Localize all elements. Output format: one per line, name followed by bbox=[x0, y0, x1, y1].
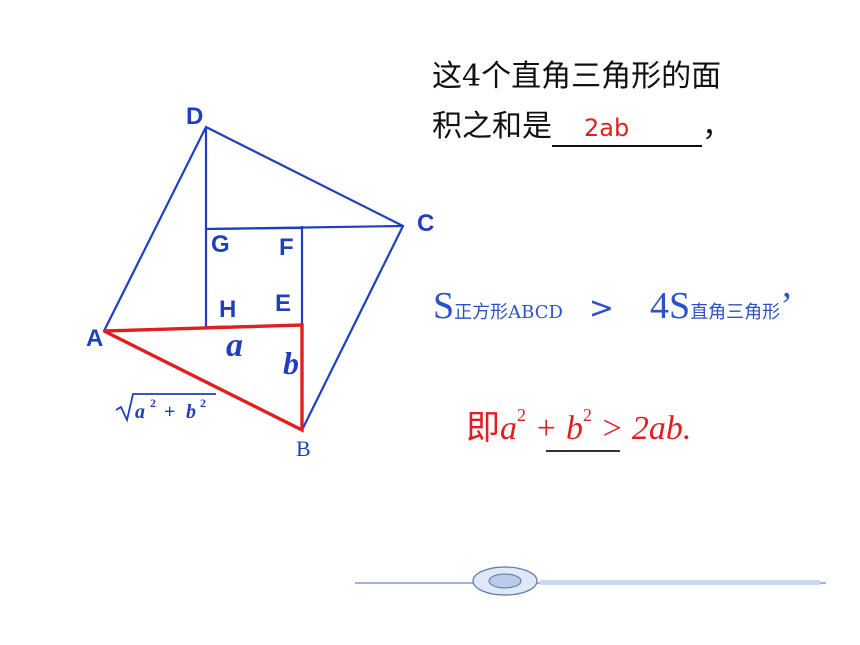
vertex-label-c: C bbox=[417, 210, 434, 237]
ineq-s: S bbox=[433, 285, 455, 327]
result-exp1: 2 bbox=[517, 405, 526, 425]
vertex-label-h: H bbox=[219, 296, 236, 323]
answer-value: 2ab bbox=[584, 114, 630, 142]
ineq-4s: 4S bbox=[650, 285, 691, 327]
highlighted-triangle-abe bbox=[103, 323, 304, 433]
decorative-divider bbox=[355, 566, 826, 596]
hyp-b: b bbox=[186, 401, 196, 423]
segment-label-a: a bbox=[226, 327, 243, 364]
hypotenuse-label: a 2 + b 2 bbox=[115, 393, 216, 423]
question-line-1: 这4个直角三角形的面 bbox=[432, 59, 722, 94]
question-text: 这4个直角三角形的面 积之和是 2ab ， bbox=[432, 52, 762, 152]
hyp-exp2: 2 bbox=[200, 396, 206, 410]
ineq-sub-square: 正方形ABCD bbox=[454, 302, 563, 323]
vertex-label-b: B bbox=[296, 436, 311, 461]
hyp-plus: + bbox=[164, 401, 175, 423]
question-line-2-suffix: ， bbox=[702, 109, 732, 144]
vertex-label-d: D bbox=[186, 103, 203, 130]
result-underline bbox=[546, 450, 620, 452]
ineq-sub-tri: 直角三角形 bbox=[690, 302, 781, 323]
question-line-2: 积之和是 2ab ， bbox=[432, 102, 762, 152]
divider-band bbox=[540, 580, 820, 585]
result-exp2: 2 bbox=[582, 405, 592, 425]
vertex-label-a: A bbox=[86, 325, 103, 352]
result-lead: 即 bbox=[466, 408, 500, 448]
result-a: a bbox=[500, 410, 517, 447]
square-abcd bbox=[102, 125, 405, 432]
hyp-a: a bbox=[135, 401, 145, 423]
ineq-tail: ’ bbox=[780, 285, 793, 327]
flower-ornament-inner-icon bbox=[488, 573, 522, 589]
vertex-label-e: E bbox=[275, 290, 291, 317]
vertex-label-g: G bbox=[211, 231, 230, 258]
segment-label-b: b bbox=[283, 345, 299, 381]
hyp-exp1: 2 bbox=[150, 396, 156, 410]
result-plus-b: + b bbox=[526, 410, 583, 447]
answer-blank: 2ab bbox=[552, 110, 702, 147]
radical-sign bbox=[115, 393, 216, 423]
result-rest: > 2ab. bbox=[591, 410, 692, 447]
vertex-label-f: F bbox=[279, 234, 294, 261]
question-line-2-prefix: 积之和是 bbox=[432, 109, 552, 144]
ineq-op: > bbox=[588, 291, 615, 326]
area-inequality: S正方形ABCD >4S直角三角形’ bbox=[433, 284, 793, 328]
result-inequality: 即a2 + b2 > 2ab. bbox=[466, 400, 692, 452]
